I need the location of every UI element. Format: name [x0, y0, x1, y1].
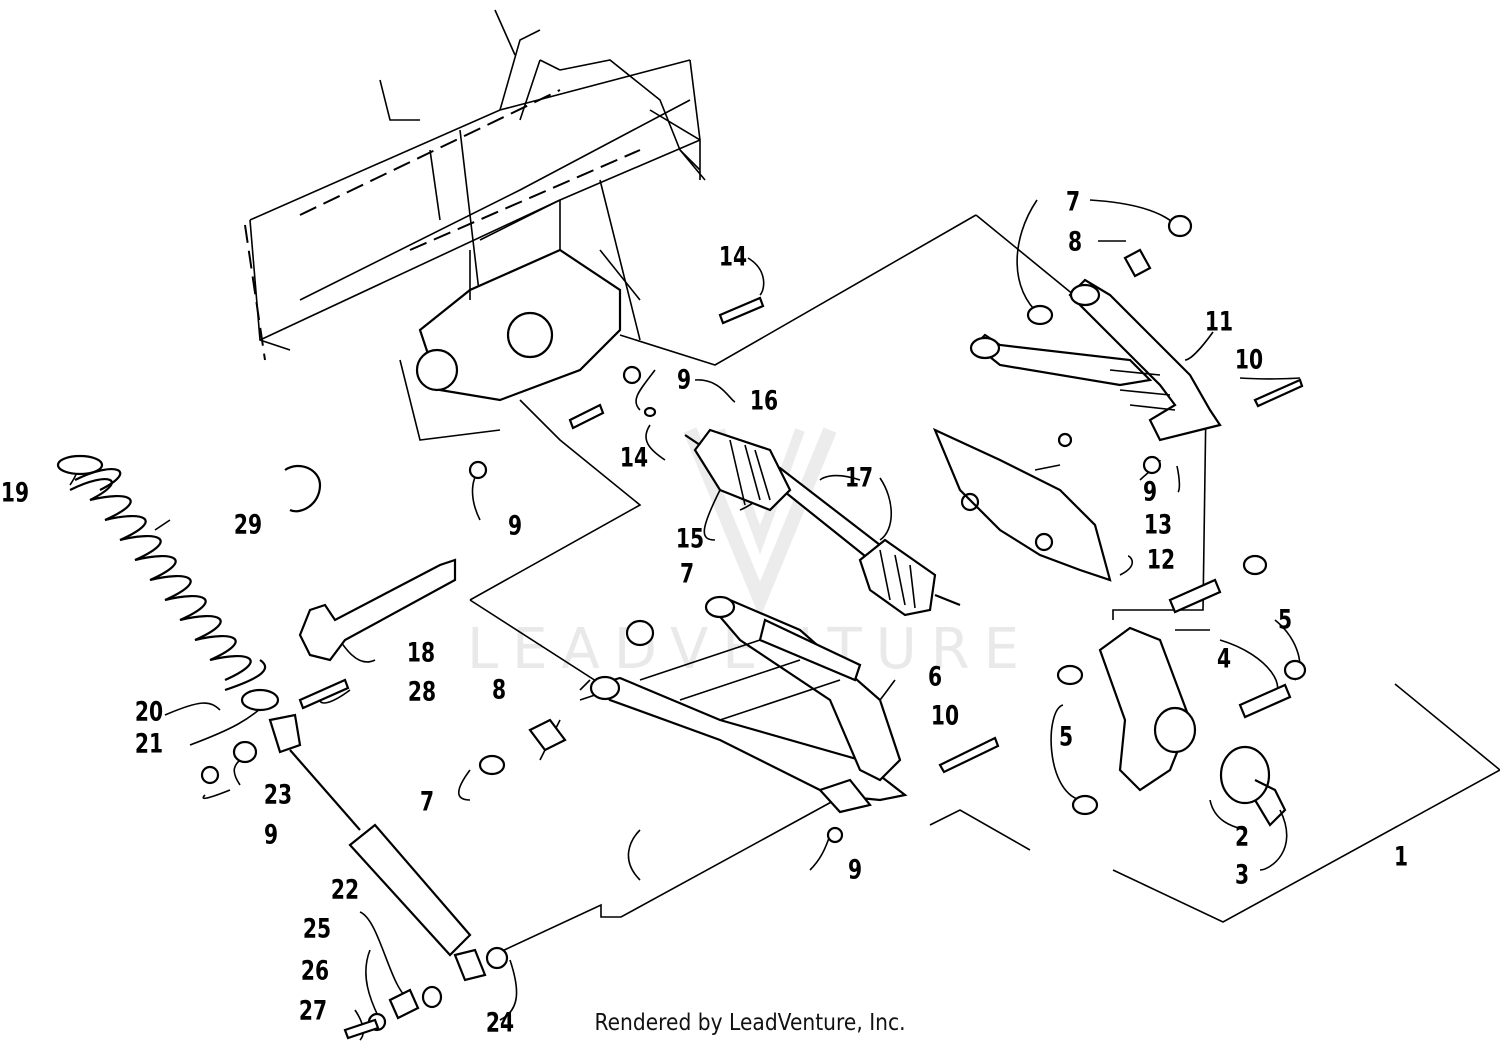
- part-number-label: 6: [928, 660, 942, 692]
- part-number-label: 28: [408, 675, 436, 707]
- part-number-label: 7: [1066, 185, 1080, 217]
- part-number-label: 9: [1143, 475, 1157, 507]
- footer-credit: Rendered by LeadVenture, Inc.: [594, 1010, 906, 1036]
- part-number-label: 3: [1235, 858, 1249, 890]
- knuckle-assembly: [1056, 554, 1307, 827]
- part-number-label: 9: [264, 818, 278, 850]
- part-number-label: 22: [331, 873, 359, 905]
- coil-spring: [56, 454, 280, 712]
- part-number-label: 5: [1059, 720, 1073, 752]
- part-number-label: 29: [234, 508, 262, 540]
- part-number-label: 20: [135, 695, 163, 727]
- part-number-label: 17: [845, 461, 873, 493]
- upper-bushings: [1026, 214, 1304, 475]
- skid-guard: [932, 427, 1112, 582]
- lower-a-arm: [478, 595, 1000, 844]
- part-number-label: 19: [1, 476, 29, 508]
- part-number-label: 8: [1068, 225, 1082, 257]
- part-number-label: 18: [407, 636, 435, 668]
- part-number-label: 24: [486, 1006, 514, 1038]
- part-number-label: 5: [1278, 603, 1292, 635]
- part-number-label: 14: [719, 240, 747, 272]
- part-number-label: 27: [299, 994, 327, 1026]
- part-number-label: 21: [135, 727, 163, 759]
- part-number-label: 9: [848, 853, 862, 885]
- frame: [244, 9, 706, 441]
- spanner-and-clip: [284, 464, 457, 662]
- part-number-label: 2: [1235, 820, 1249, 852]
- part-number-label: 25: [303, 912, 331, 944]
- part-number-label: 7: [420, 785, 434, 817]
- frame-hardware: [468, 296, 765, 480]
- part-number-label: 1: [1394, 840, 1408, 872]
- part-number-label: 4: [1217, 642, 1231, 674]
- part-number-label: 9: [508, 509, 522, 541]
- part-number-label: 11: [1205, 305, 1233, 337]
- axle-assembly: [684, 428, 961, 617]
- part-number-label: 26: [301, 954, 329, 986]
- part-number-label: 10: [931, 699, 959, 731]
- part-number-label: 15: [676, 522, 704, 554]
- part-number-label: 23: [264, 778, 292, 810]
- part-number-label: 16: [750, 384, 778, 416]
- part-number-label: 10: [1235, 343, 1263, 375]
- part-number-label: 8: [492, 673, 506, 705]
- part-number-label: 9: [677, 363, 691, 395]
- part-number-label: 13: [1144, 508, 1172, 540]
- upper-a-arm: [969, 278, 1222, 442]
- shock-absorber: [200, 678, 509, 1040]
- part-number-label: 12: [1147, 543, 1175, 575]
- part-number-label: 14: [620, 441, 648, 473]
- part-number-label: 7: [680, 557, 694, 589]
